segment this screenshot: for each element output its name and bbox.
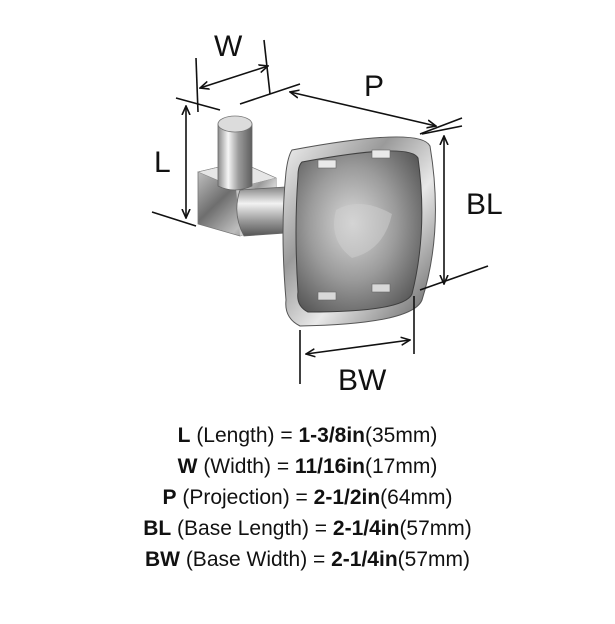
spec-desc: (Length) = (190, 424, 299, 447)
spec-metric: (57mm) (399, 517, 472, 540)
spec-imperial: 2-1/4in (332, 517, 400, 540)
spec-desc: (Base Length) = (171, 517, 333, 540)
bl-label: BL (466, 188, 503, 221)
spec-projection: P (Projection) = 2-1/2in(64mm) (0, 482, 615, 513)
spec-imperial: 1-3/8in (298, 424, 365, 447)
bw-dimension-arrow (306, 340, 410, 354)
spec-length: L (Length) = 1-3/8in(35mm) (0, 420, 615, 451)
p-label: P (364, 70, 384, 103)
spec-imperial: 2-1/4in (331, 548, 398, 571)
spec-metric: (64mm) (380, 486, 453, 509)
dimension-lines (151, 39, 489, 384)
l-label: L (154, 146, 171, 179)
product-dimension-diagram: W P L BL BW (151, 30, 503, 397)
spec-desc: (Width) = (197, 455, 295, 478)
spec-code: BL (143, 517, 172, 540)
spec-imperial: 11/16in (294, 455, 365, 478)
robe-hook-illustration (197, 115, 436, 327)
p-dimension-arrow (290, 92, 436, 126)
w-dimension-arrow (200, 66, 268, 88)
w-label: W (214, 30, 243, 63)
spec-code: BW (144, 548, 180, 571)
spec-code: W (177, 455, 198, 478)
spec-desc: (Base Width) = (179, 548, 332, 571)
spec-metric: (57mm) (397, 548, 470, 571)
spec-metric: (35mm) (365, 424, 438, 447)
hook-post (217, 123, 253, 191)
bw-label: BW (338, 364, 387, 397)
hook-post-top (217, 115, 253, 133)
dimension-specs-list: L (Length) = 1-3/8in(35mm) W (Width) = 1… (0, 420, 615, 575)
spec-desc: (Projection) = (176, 486, 314, 509)
spec-imperial: 2-1/2in (313, 486, 381, 509)
spec-width: W (Width) = 11/16in(17mm) (0, 451, 615, 482)
spec-code: L (177, 424, 191, 447)
spec-metric: (17mm) (364, 455, 438, 478)
spec-code: P (162, 486, 177, 509)
spec-base-width: BW (Base Width) = 2-1/4in(57mm) (0, 544, 615, 575)
spec-base-length: BL (Base Length) = 2-1/4in(57mm) (0, 513, 615, 544)
